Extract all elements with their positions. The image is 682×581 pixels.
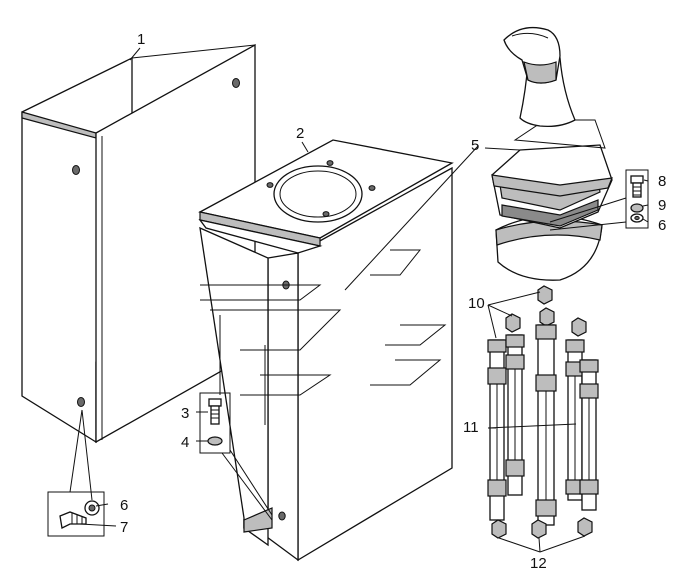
mounting-bracket	[21, 43, 256, 444]
callout-6-joystick: 6	[658, 217, 666, 234]
callout-6-bracket: 6	[120, 497, 128, 514]
hydraulic-fittings	[487, 285, 599, 539]
joystick-fastener-group	[549, 169, 649, 231]
joystick-assembly	[491, 26, 613, 281]
callout-3: 3	[181, 405, 189, 422]
callout-labels: 1 2 3 4 5 6 7 8 9 6 10 11 12	[120, 31, 666, 572]
callout-4: 4	[181, 434, 189, 451]
hose-tube-1	[487, 339, 507, 521]
callout-7: 7	[120, 519, 128, 536]
callout-12: 12	[530, 555, 547, 572]
callout-1: 1	[137, 31, 145, 48]
hose-tube-4	[565, 339, 585, 501]
callout-2: 2	[296, 125, 304, 142]
fitting-nut-row-bottom	[491, 517, 593, 539]
hose-tube-2	[505, 334, 525, 496]
callout-9: 9	[658, 197, 666, 214]
bracket-fastener-group	[47, 409, 105, 537]
callout-10: 10	[468, 295, 485, 312]
callout-11: 11	[463, 419, 479, 436]
hose-tube-5	[579, 359, 599, 511]
control-housing	[198, 139, 454, 562]
housing-fastener-group	[199, 392, 273, 521]
callout-5: 5	[471, 137, 479, 154]
callout-8: 8	[658, 173, 666, 190]
fitting-nut-row-top	[505, 285, 587, 337]
leader-lines	[79, 47, 649, 553]
